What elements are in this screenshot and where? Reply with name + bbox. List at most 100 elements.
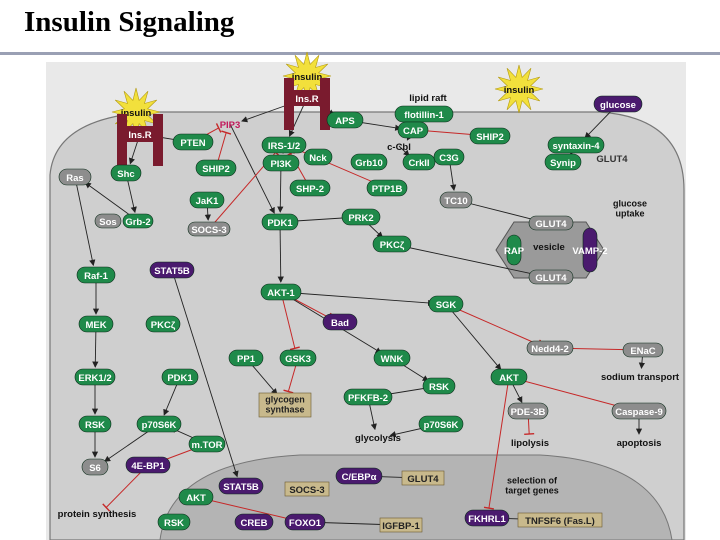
inhibition-bar bbox=[289, 346, 300, 351]
node-fkhrl1: FKHRL1 bbox=[464, 509, 510, 527]
node-lipid_raft: lipid raft bbox=[409, 93, 447, 104]
node-label: SOCS-3 bbox=[289, 485, 324, 496]
node-glycolysis: glycolysis bbox=[355, 433, 401, 444]
node-shape bbox=[284, 481, 330, 497]
node-shape bbox=[507, 402, 549, 420]
node-caspase9: Caspase-9 bbox=[611, 402, 667, 420]
node-creb: CREB bbox=[234, 513, 274, 531]
edge-pkcz_top-glut4_vesicle bbox=[391, 243, 540, 278]
node-label: PDK1 bbox=[167, 373, 193, 384]
inhibition-bar bbox=[215, 123, 222, 133]
node-label: SHIP2 bbox=[476, 132, 503, 143]
node-shape bbox=[81, 458, 109, 476]
node-label: flotillin-1 bbox=[404, 110, 444, 121]
node-stat5b_top: STAT5B bbox=[149, 261, 195, 279]
node-wnk: WNK bbox=[373, 349, 411, 367]
node-shape bbox=[322, 313, 358, 331]
edge-sgk-nedd4 bbox=[445, 303, 539, 345]
node-label: Shc bbox=[117, 169, 134, 180]
node-label: GLUT4 bbox=[535, 219, 567, 230]
node-shape bbox=[343, 388, 393, 406]
node-grb2: Grb-2 bbox=[122, 213, 154, 229]
node-label: c-Cbl bbox=[387, 142, 411, 153]
node-insulin_free: insulin bbox=[494, 64, 544, 114]
node-label: WNK bbox=[381, 354, 404, 365]
node-shape bbox=[464, 509, 510, 527]
node-rap: RAP bbox=[504, 234, 525, 266]
node-label: MEK bbox=[85, 320, 106, 331]
node-vesicle: vesicle bbox=[533, 242, 565, 253]
node-shape bbox=[373, 349, 411, 367]
node-ptp1b: PTP1B bbox=[366, 179, 408, 197]
node-label: JaK1 bbox=[196, 196, 219, 207]
node-irs: IRS-1/2 bbox=[261, 136, 307, 154]
node-foxo1: FOXO1 bbox=[284, 513, 326, 531]
node-label: lipid raft bbox=[409, 93, 447, 104]
node-shape bbox=[526, 340, 574, 356]
edge-akt_top-sgk bbox=[280, 291, 435, 307]
node-shape bbox=[218, 477, 264, 495]
slide-title: Insulin Signaling bbox=[24, 6, 235, 38]
inhibition-bar bbox=[524, 432, 535, 436]
edge-akt_right-fkhrl1 bbox=[488, 376, 510, 509]
node-raf1: Raf-1 bbox=[76, 266, 116, 284]
node-label: AKT bbox=[186, 493, 206, 504]
node-shape bbox=[78, 315, 114, 333]
node-pkcz_left: PKCζ bbox=[145, 315, 181, 333]
node-label: VAMP-2 bbox=[572, 246, 607, 257]
node-label: 4E-BP1 bbox=[131, 461, 165, 472]
node-label: PFKFB-2 bbox=[348, 393, 388, 404]
node-label: glucose bbox=[600, 100, 636, 111]
node-lipolysis: lipolysis bbox=[511, 438, 549, 449]
node-pip3: PIP3 bbox=[220, 120, 241, 131]
node-s6: S6 bbox=[81, 458, 109, 476]
node-sos: Sos bbox=[94, 213, 122, 229]
edge-ras-raf1 bbox=[74, 176, 96, 267]
node-tc10: TC10 bbox=[439, 191, 473, 209]
node-label: ENaC bbox=[630, 346, 655, 357]
node-shape bbox=[469, 127, 511, 145]
node-shape bbox=[94, 213, 122, 229]
node-shape bbox=[289, 179, 331, 197]
title-divider bbox=[0, 52, 720, 55]
node-label: Nedd4-2 bbox=[531, 344, 568, 355]
node-label: p70S6K bbox=[142, 420, 177, 431]
node-igfbp1: IGFBP-1 bbox=[379, 517, 423, 533]
edge-stat5b_top-stat5b_bot bbox=[171, 269, 239, 478]
node-pkcz_top: PKCζ bbox=[372, 235, 412, 253]
node-label: GLUT4 bbox=[596, 154, 628, 165]
node-label: RSK bbox=[164, 518, 184, 529]
node-prk2: PRK2 bbox=[341, 208, 381, 226]
node-pp1: PP1 bbox=[228, 349, 264, 367]
node-vamp2: VAMP-2 bbox=[572, 227, 608, 273]
node-rsk_mid: RSK bbox=[422, 377, 456, 395]
node-label: PTEN bbox=[180, 138, 205, 149]
node-sodium: sodium transport bbox=[601, 372, 680, 383]
node-socs3_bot: SOCS-3 bbox=[284, 481, 330, 497]
node-shape bbox=[261, 213, 299, 231]
node-shape bbox=[58, 168, 92, 186]
node-shape bbox=[428, 295, 464, 313]
node-shape bbox=[303, 148, 333, 166]
node-shape bbox=[279, 349, 317, 367]
node-label: apoptosis bbox=[617, 438, 662, 449]
node-glut14: GLUT4 bbox=[528, 215, 574, 231]
node-shape bbox=[350, 153, 388, 171]
edge-akt_top-gsk3 bbox=[280, 291, 296, 349]
node-pfkfb2: PFKFB-2 bbox=[343, 388, 393, 406]
node-glut4_gene: GLUT4 bbox=[401, 470, 445, 486]
node-label: CAP bbox=[403, 126, 424, 137]
node-shape bbox=[125, 456, 171, 474]
node-shape bbox=[506, 234, 522, 266]
node-cbl: c-Cbl bbox=[387, 142, 411, 153]
node-akt_bot: AKT bbox=[178, 488, 214, 506]
node-nck: Nck bbox=[303, 148, 333, 166]
node-label: C3G bbox=[439, 153, 459, 164]
node-bad: Bad bbox=[322, 313, 358, 331]
node-label: SHIP2 bbox=[202, 164, 229, 175]
edge-cbl-crkii bbox=[398, 145, 410, 157]
node-shape bbox=[611, 402, 667, 420]
node-akt_right: AKT bbox=[490, 368, 528, 386]
